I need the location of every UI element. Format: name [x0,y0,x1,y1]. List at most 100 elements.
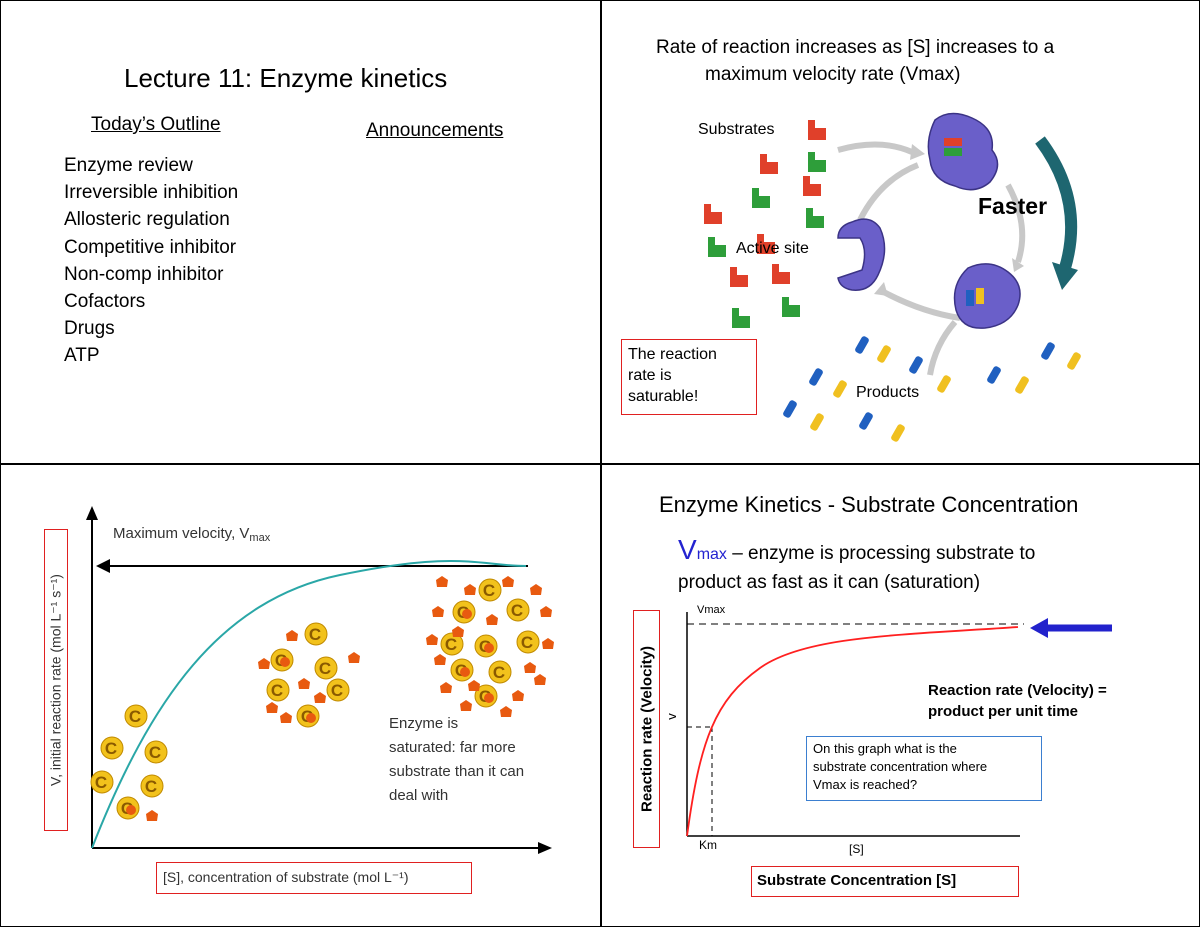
bound-substrate [280,657,290,667]
enzyme-shape [516,630,540,654]
enzyme-shape [488,660,512,684]
vmax-annotation: Maximum velocity, Vmax [113,525,270,544]
graph-v-label: v [663,713,679,720]
free-substrate [432,606,444,617]
outline-item: Non-comp inhibitor [64,263,224,285]
vmax-definition-line-1: Vmax – enzyme is processing substrate to [678,534,1035,566]
yellow-product [833,380,847,398]
arrowhead [1012,258,1024,272]
free-substrate [502,576,514,587]
arrowhead [874,282,888,296]
enzyme-with-products [953,263,1021,329]
enzyme-shape [124,704,148,728]
outline-item: Allosteric regulation [64,209,230,231]
product-molecules [783,336,1081,442]
cycle-arrow-release [878,287,961,321]
free-substrate [512,690,524,701]
saturation-note: Enzyme is saturated: far more substrate … [389,712,524,808]
saturation-note-line: saturated: far more [389,739,516,756]
red-substrate [803,176,821,196]
saturation-note-line: substrate than it can [389,763,525,780]
free-substrate [452,626,464,637]
free-substrate [542,638,554,649]
free-substrate [460,700,472,711]
rate-definition-line: product per unit time [928,703,1078,720]
free-substrate [464,584,476,595]
blue-product [859,412,873,430]
x-axis-arrowhead [538,842,552,854]
vmax-description: – enzyme is processing substrate to [726,543,1036,564]
arrowhead [910,144,925,160]
bound-substrate [126,805,136,815]
enzyme-shape [478,578,502,602]
blue-product [1041,342,1055,360]
free-substrate [540,606,552,617]
faster-arrowhead [1052,262,1078,290]
yellow-product [1067,352,1081,370]
label-products: Products [856,384,920,401]
enzyme-glyph: C [129,707,141,726]
enzyme-glyph: C [105,739,117,758]
enzyme-glyph: C [483,581,495,600]
outline-item: Enzyme review [64,155,193,176]
free-substrate [298,678,310,689]
enzyme-shape [304,622,328,646]
enzyme-glyph: C [149,743,161,762]
enzyme-glyph: C [445,635,457,654]
bound-substrate [484,693,494,703]
saturation-note-line: deal with [389,787,449,804]
callout-line: saturable! [628,388,699,405]
red-substrate [772,264,790,284]
yellow-product [937,375,951,393]
callout-line: rate is [628,367,672,384]
enzyme-glyph: C [511,601,523,620]
label-substrates: Substrates [698,121,775,138]
vmax-text: Maximum velocity, V [113,525,250,542]
rate-definition-line: Reaction rate (Velocity) = [928,682,1107,699]
cycle-arrows [837,141,1026,376]
free-substrate [500,706,512,717]
slide-2-title-line-2: maximum velocity rate (Vmax) [705,64,961,85]
graph-km-label: Km [699,838,717,852]
free-substrate [436,576,448,587]
faster-arrow [1035,136,1078,270]
free-enzyme [837,218,886,291]
blue-product [909,356,923,374]
enzyme-shape [440,632,464,656]
saturable-callout: The reaction rate is saturable! [621,339,757,415]
y-axis-arrowhead [86,506,98,520]
green-substrate [806,208,824,228]
cycle-arrow-binding [857,162,920,222]
graph-vmax-label: Vmax [697,604,726,616]
red-substrate [704,204,722,224]
free-substrate [314,692,326,703]
outline-heading: Today’s Outline [91,114,221,135]
outline-item: Irreversible inhibition [64,182,239,204]
enzyme-substrate-clusters: CCCCCCCCCCCCCCCCCCCCC [90,576,554,821]
outline-item: ATP [64,345,100,367]
free-substrate [534,674,546,685]
graph-x-axis-label: Substrate Concentration [S] [757,872,957,889]
cycle-arrow-to-enzyme [837,141,914,155]
red-substrate [760,154,778,174]
enzyme-shape [90,770,114,794]
enzyme-shape [314,656,338,680]
substrate-molecules [704,120,826,328]
bound-substrate [460,667,470,677]
announcements-heading: Announcements [366,120,504,141]
bound-substrate [306,713,316,723]
x-axis-label: [S], concentration of substrate (mol L⁻¹… [163,869,409,885]
enzyme-shape [140,774,164,798]
free-substrate [266,702,278,713]
free-substrate [426,634,438,645]
outline-list: Enzyme review Irreversible inhibition Al… [64,152,238,370]
green-substrate [782,297,800,317]
enzyme-glyph: C [331,681,343,700]
green-substrate [808,152,826,172]
green-substrate [708,237,726,257]
free-substrate [434,654,446,665]
yellow-product [810,413,824,431]
enzyme-shape [326,678,350,702]
